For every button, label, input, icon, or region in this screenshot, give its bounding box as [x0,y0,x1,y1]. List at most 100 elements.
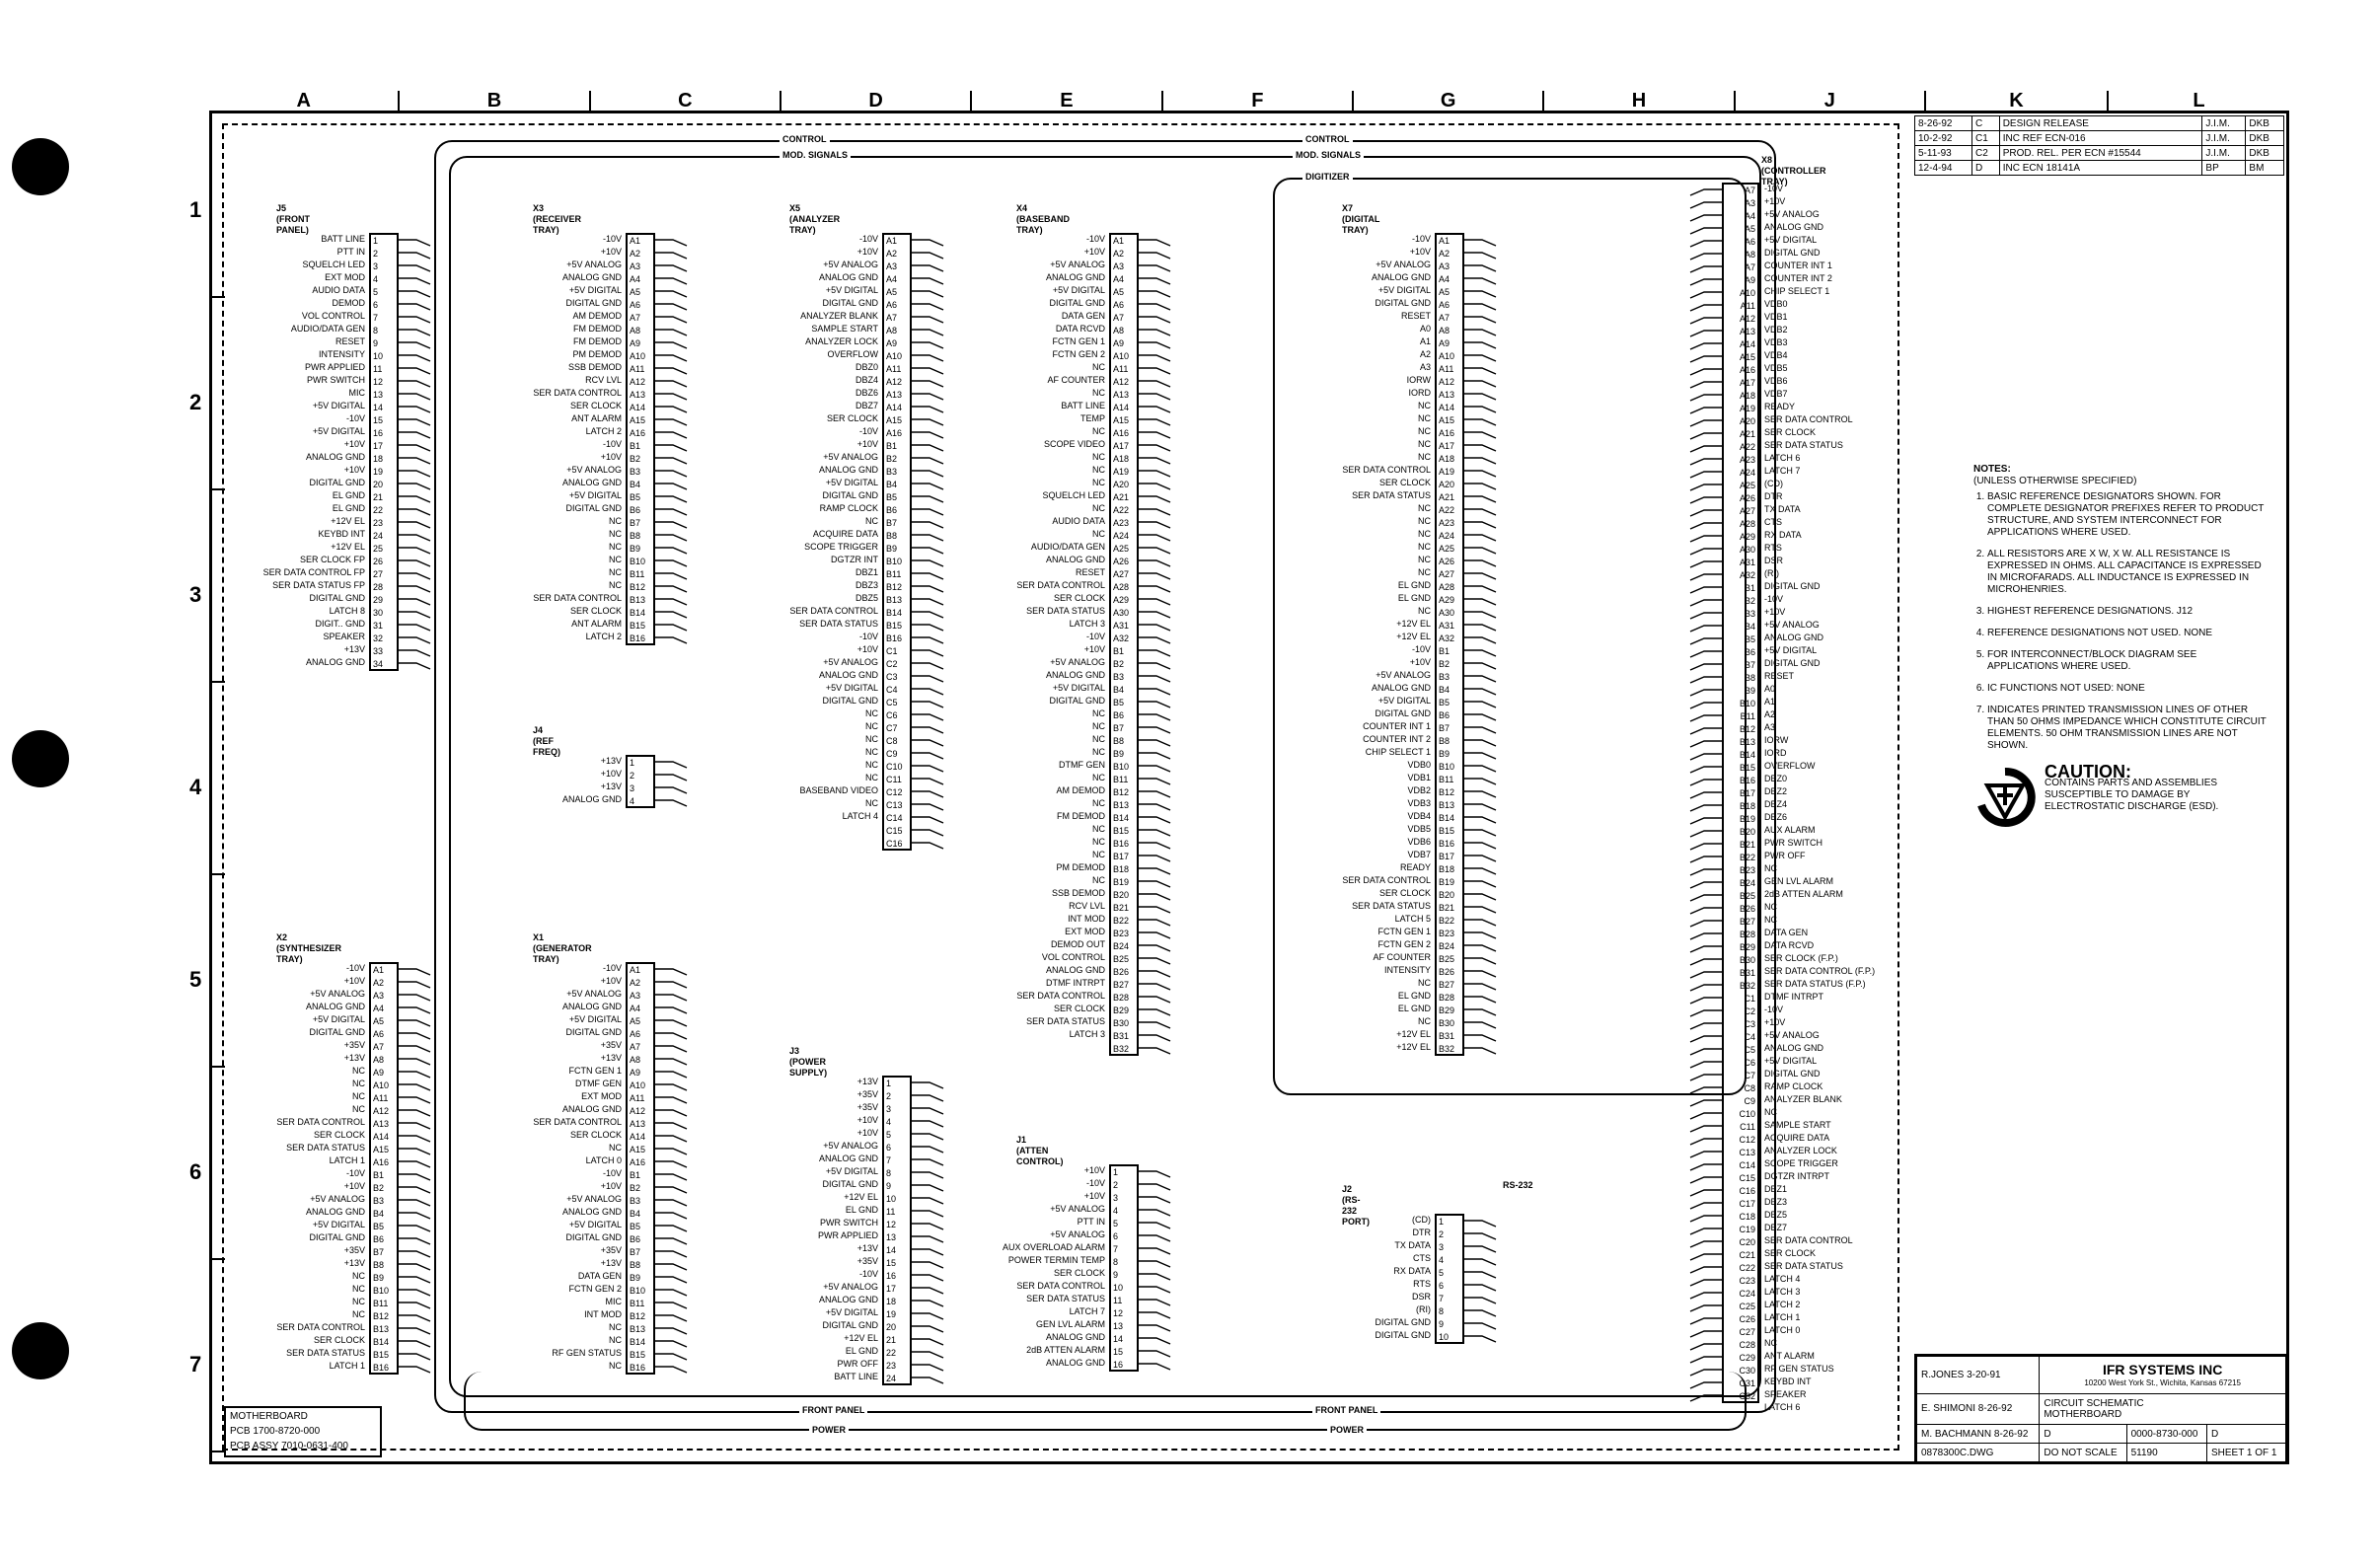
pin-label: C3 [1744,1019,1755,1029]
signal-label: OVERFLOW [827,349,878,359]
signal-label: SER DATA CONTROL [533,593,622,603]
pin-wire [1464,842,1497,850]
signal-label: NC [1418,529,1431,539]
pin-wire [1464,675,1497,683]
pin-wire [655,1199,688,1207]
bus-label-control: CONTROL [780,134,830,144]
signal-label: NC [609,567,622,577]
signal-label: NC [352,1309,365,1319]
signal-label: +10V [343,465,365,475]
pin-label: A9 [886,338,898,348]
signal-label: SSB DEMOD [1051,888,1105,898]
signal-label: DGTZR INTRPT [1764,1171,1829,1181]
signal-label: +10V [600,769,622,779]
pin-label: B16 [373,1363,390,1373]
row-tick [209,488,225,490]
pin-wire [655,981,688,989]
signal-label: -10V [1764,184,1784,193]
row-tick [209,873,225,875]
pin-label: A1 [1113,236,1125,246]
signal-label: DBZ3 [855,580,878,590]
signal-label: NC [865,734,878,744]
pin-label: A8 [886,326,898,335]
signal-label: ANALOG GND [1764,222,1824,232]
pin-wire [399,483,431,490]
signal-label: NC [352,1079,365,1088]
connector-name: (BASEBAND TRAY) [1016,214,1070,235]
signal-label: RF GEN STATUS [1764,1364,1834,1374]
signal-label: OVERFLOW [1764,761,1816,771]
pin-label: A22 [1439,505,1455,515]
pin-label: 15 [373,415,384,425]
pin-wire [1689,702,1722,709]
connector-header: X2(SYNTHESIZER TRAY) [276,932,341,965]
pin-label: C1 [1744,994,1755,1004]
pin-label: A15 [630,1145,646,1154]
signal-label: NC [1418,1016,1431,1026]
pin-label: A15 [1739,352,1755,362]
signal-label: A0 [1764,684,1776,694]
signal-label: +5V ANALOG [823,1282,878,1292]
pin-wire [1464,957,1497,965]
connector-name: (DIGITAL TRAY) [1342,214,1380,235]
signal-label: NC [609,516,622,526]
pin-label: B6 [1439,710,1450,720]
pin-wire [1139,931,1171,939]
pin-wire [1139,867,1171,875]
signal-label: DATA GEN [1061,311,1105,321]
pin-label: A10 [1439,351,1455,361]
pin-label: B28 [1439,993,1455,1003]
pin-label: A14 [1113,403,1130,412]
signal-label: EL GND [1397,991,1431,1001]
pin-wire [1689,560,1722,568]
pin-label: A32 [1739,570,1755,580]
pin-label: A17 [1113,441,1130,451]
signal-label: VDB7 [1407,850,1431,859]
signal-label: LATCH 2 [585,426,622,436]
pin-wire [1689,1074,1722,1081]
pin-wire [912,713,944,721]
signal-label: SER DATA CONTROL [1016,1281,1105,1291]
bus-label-mod: MOD. SIGNALS [1293,150,1365,160]
pin-wire [1139,636,1171,644]
pin-wire [399,1071,431,1079]
pin-label: 5 [886,1130,892,1140]
pin-wire [1689,1292,1722,1300]
signal-label: +10V [1764,1017,1786,1027]
pin-label: A25 [1739,481,1755,490]
pin-wire [655,1071,688,1079]
pin-label: 1 [630,758,635,768]
pin-label: B31 [1439,1031,1455,1041]
pin-label: B11 [630,1299,645,1308]
connector-name: (CONTROLLER TRAY) [1761,166,1826,186]
connector-ref: X5 [789,203,801,213]
signal-label: ANALOG GND [1045,1358,1105,1368]
pin-wire [1689,907,1722,915]
connector-name: (RECEIVER TRAY) [533,214,582,235]
signal-label: NC [1418,567,1431,577]
pin-wire [399,1366,431,1374]
row-label: 2 [189,390,202,414]
signal-label: ANT ALARM [1764,1351,1815,1361]
pin-wire [399,367,431,375]
pin-label: 23 [373,518,384,528]
signal-label: NC [1092,721,1105,731]
signal-label: DIGITAL GND [565,1232,622,1242]
pin-label: A6 [630,1029,641,1039]
pin-wire [655,1225,688,1232]
pin-wire [655,341,688,349]
pin-wire [655,431,688,439]
signal-label: NC [609,555,622,564]
pin-wire [655,495,688,503]
pin-wire [399,1250,431,1258]
pin-wire [399,585,431,593]
signal-label: +10V [856,1128,878,1138]
pin-label: A8 [630,1055,641,1065]
pin-label: B8 [630,1260,641,1270]
pin-label: 21 [886,1335,897,1345]
pin-label: 19 [373,467,384,477]
pin-wire [1464,893,1497,901]
pin-label: A15 [630,415,646,425]
